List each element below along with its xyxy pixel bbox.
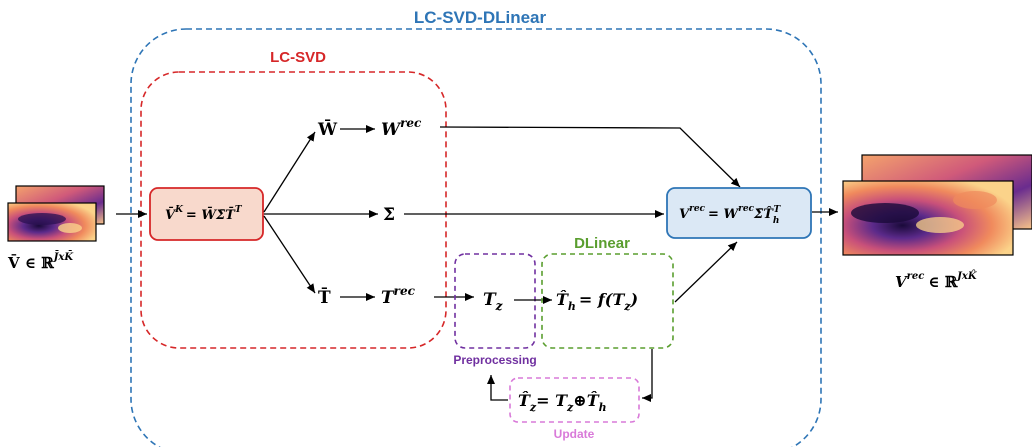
dlinear-box — [541, 253, 674, 349]
update-to-preprocessing-arrow — [487, 375, 508, 401]
sigma-bar: Σ̄ — [383, 205, 395, 225]
lc-svd-dlinear-title: LC-SVD-DLinear — [414, 8, 547, 27]
svd-equation: V̄K= W̄Σ̄T̄T — [165, 205, 243, 223]
w-bar: W̄ — [317, 119, 338, 140]
dlinear-to-reconstruction-arrow — [674, 241, 738, 303]
update-box — [509, 377, 640, 423]
svd-to-w-arrow — [263, 131, 316, 213]
input-snapshots — [7, 185, 105, 242]
reconstruction-box — [666, 187, 812, 239]
wrec-to-reconstruction-arrow — [439, 126, 741, 188]
output-snapshot-label: Vrec∈ ℝJxK̂ — [895, 270, 978, 291]
svd-to-t-arrow — [263, 215, 316, 294]
forecast-equation: T̂h= f(Tz) — [556, 290, 638, 313]
tz-node: Tz — [483, 290, 504, 313]
input-snapshot-label: V̄ ∈ ℝJ̄xK̄ — [7, 251, 74, 272]
preprocessing-label: Preprocessing — [453, 353, 536, 367]
update-label: Update — [554, 427, 595, 441]
t-bar: T̄ — [318, 287, 331, 308]
w-rec: Wrec — [381, 116, 422, 140]
reconstruction-equation: Vrec= WrecΣ̄T̂hT — [679, 204, 781, 226]
dlinear-to-update-arrow — [642, 349, 653, 402]
lc-svd-label: LC-SVD — [270, 49, 326, 66]
update-equation: T̂z= Tz⊕T̂h — [518, 391, 607, 414]
svd-box — [149, 187, 264, 241]
t-rec: Trec — [381, 284, 416, 308]
lc-svd-dlinear-boundary — [130, 28, 822, 447]
lc-svd-boundary — [140, 71, 447, 349]
dlinear-label: DLinear — [574, 235, 630, 252]
preprocessing-box — [454, 253, 536, 349]
output-snapshots — [842, 154, 1032, 256]
